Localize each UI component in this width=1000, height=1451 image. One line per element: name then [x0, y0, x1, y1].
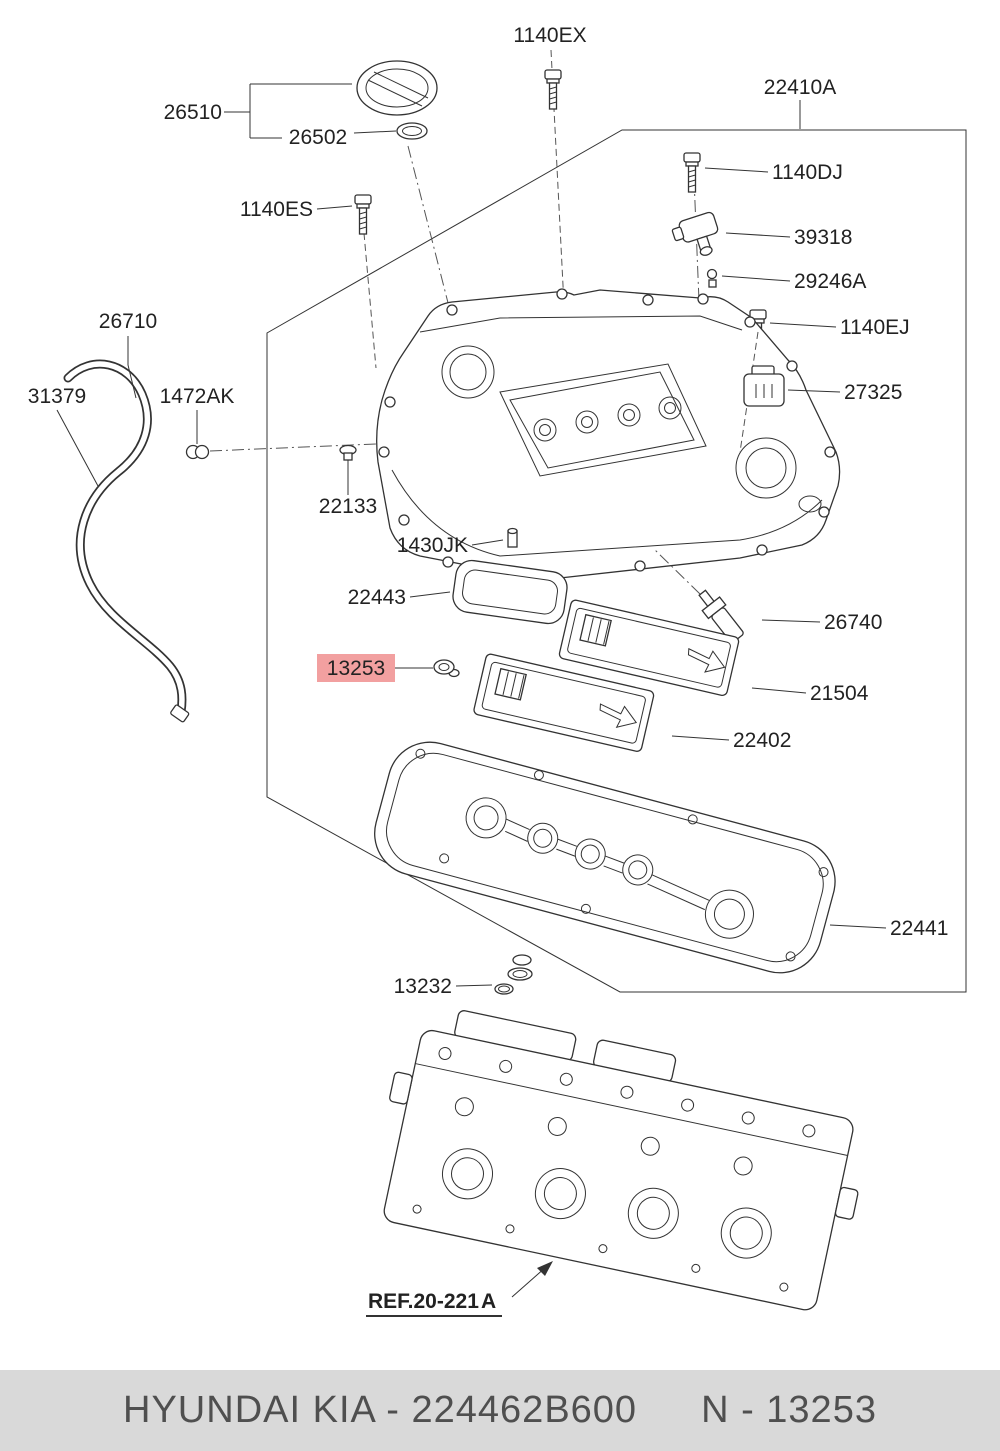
stud-1430jk	[507, 527, 518, 548]
ref-label[interactable]: REF.20-221	[368, 1290, 479, 1313]
part-label-22133[interactable]: 22133	[319, 495, 377, 518]
part-label-31379[interactable]: 31379	[28, 385, 86, 408]
part-labels: 1140EX 26510 26502 22410A 1140DJ 39318 2…	[28, 24, 949, 1313]
cam-sensor-39318	[671, 211, 719, 256]
baffle-plate-22402	[473, 653, 655, 752]
highlight-box-13253	[317, 654, 395, 682]
connector-27325	[743, 365, 785, 407]
part-label-13232[interactable]: 13232	[394, 975, 452, 998]
part-label-1140ej[interactable]: 1140EJ	[840, 316, 910, 339]
sensor-26740	[698, 589, 744, 643]
bolt-icon-1140ex	[544, 69, 562, 110]
parts-diagram-canvas: 1140EX 26510 26502 22410A 1140DJ 39318 2…	[28, 24, 967, 1317]
assembly-bounding-box	[266, 129, 967, 993]
part-label-26710[interactable]: 26710	[99, 310, 157, 333]
part-label-26740[interactable]: 26740	[824, 611, 882, 634]
cylinder-head	[383, 1010, 859, 1311]
part-label-13253[interactable]: 13253	[327, 657, 385, 680]
part-label-22443[interactable]: 22443	[348, 586, 406, 609]
footer-oem-number: N - 13253	[701, 1389, 877, 1431]
footer-part-number: HYUNDAI KIA - 224462B600	[123, 1389, 638, 1431]
part-label-26502[interactable]: 26502	[289, 126, 347, 149]
part-label-29246a[interactable]: 29246A	[794, 270, 866, 293]
washer-13253	[433, 659, 460, 678]
part-label-1140ex[interactable]: 1140EX	[513, 24, 586, 47]
part-label-27325[interactable]: 27325	[844, 381, 902, 404]
breather-hose-26710	[63, 359, 190, 723]
ref-arrow	[366, 1261, 553, 1317]
ref-label-suffix: A	[481, 1290, 496, 1313]
grommet-22133	[339, 444, 357, 461]
grommet-29246a	[706, 268, 718, 288]
part-label-22410a[interactable]: 22410A	[764, 76, 836, 99]
baffle-plate-21504	[558, 599, 740, 697]
oil-cap-oring-26502	[396, 122, 428, 140]
bolt-icon-1140es	[354, 194, 372, 235]
leader-lines	[56, 83, 887, 987]
bolt-icon-1140dj	[683, 152, 701, 193]
catalog-footer: HYUNDAI KIA - 224462B600 N - 13253	[0, 1370, 1000, 1451]
part-label-26510[interactable]: 26510	[164, 101, 222, 124]
part-label-22402[interactable]: 22402	[733, 729, 791, 752]
seal-13232	[494, 954, 533, 995]
valve-cover-gasket-22441	[374, 741, 836, 974]
part-label-1430jk[interactable]: 1430JK	[397, 534, 468, 557]
part-label-22441[interactable]: 22441	[890, 917, 948, 940]
part-label-21504[interactable]: 21504	[810, 682, 869, 705]
part-label-1140dj[interactable]: 1140DJ	[772, 161, 843, 184]
part-label-39318[interactable]: 39318	[794, 226, 852, 249]
oil-cap-26510	[356, 60, 438, 116]
part-label-1472ak[interactable]: 1472AK	[160, 385, 235, 408]
part-label-1140es[interactable]: 1140ES	[240, 198, 313, 221]
hose-clamp-1472ak	[185, 444, 210, 460]
gasket-22443	[452, 559, 568, 625]
